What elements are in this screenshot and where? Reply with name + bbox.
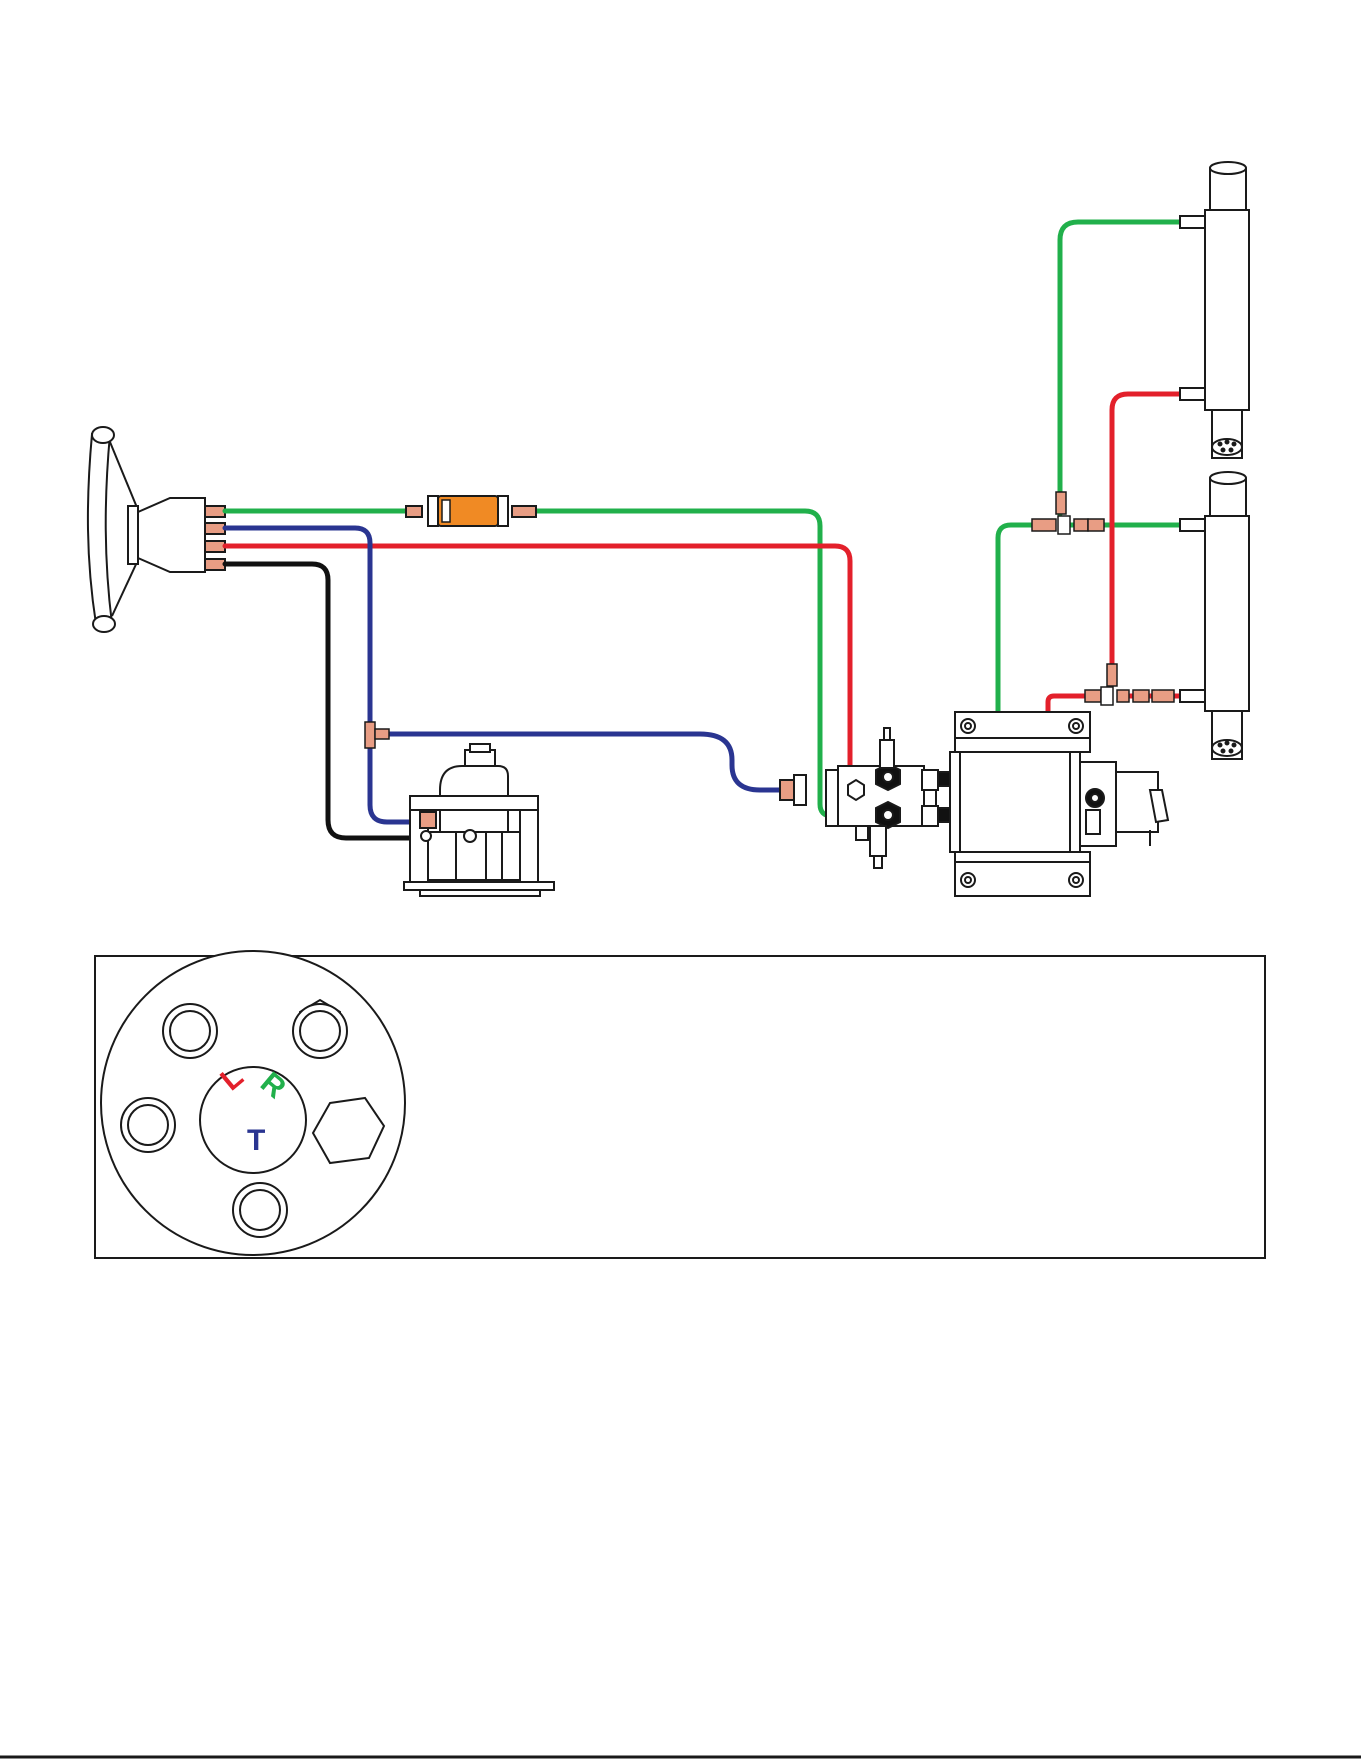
steering-cylinder-icon [1180, 472, 1249, 759]
red-line-top-cylinder [1112, 394, 1180, 668]
valve-manifold-icon [780, 728, 952, 868]
steering-cylinder-icon [1180, 162, 1249, 458]
valve-port-face-icon [101, 951, 405, 1255]
port-letter-t: T [247, 1124, 265, 1157]
tee-fitting-icon [365, 722, 389, 748]
green-line-helm-valve [225, 511, 855, 816]
inline-filter-icon [406, 496, 536, 526]
tee-fitting-icon [1032, 492, 1104, 534]
tee-fitting-icon [1085, 664, 1174, 705]
port-nut-icon [121, 1098, 175, 1152]
green-line-top-cylinder [1060, 222, 1180, 514]
port-nut-icon [163, 1004, 217, 1058]
red-line-helm-valve [225, 546, 880, 777]
steering-wheel-helm-icon [88, 427, 225, 632]
black-line-helm-reservoir [225, 564, 418, 838]
port-nut-icon [233, 1183, 287, 1237]
power-pack-motor-icon [950, 712, 1168, 896]
reservoir-pump-icon [404, 744, 554, 896]
